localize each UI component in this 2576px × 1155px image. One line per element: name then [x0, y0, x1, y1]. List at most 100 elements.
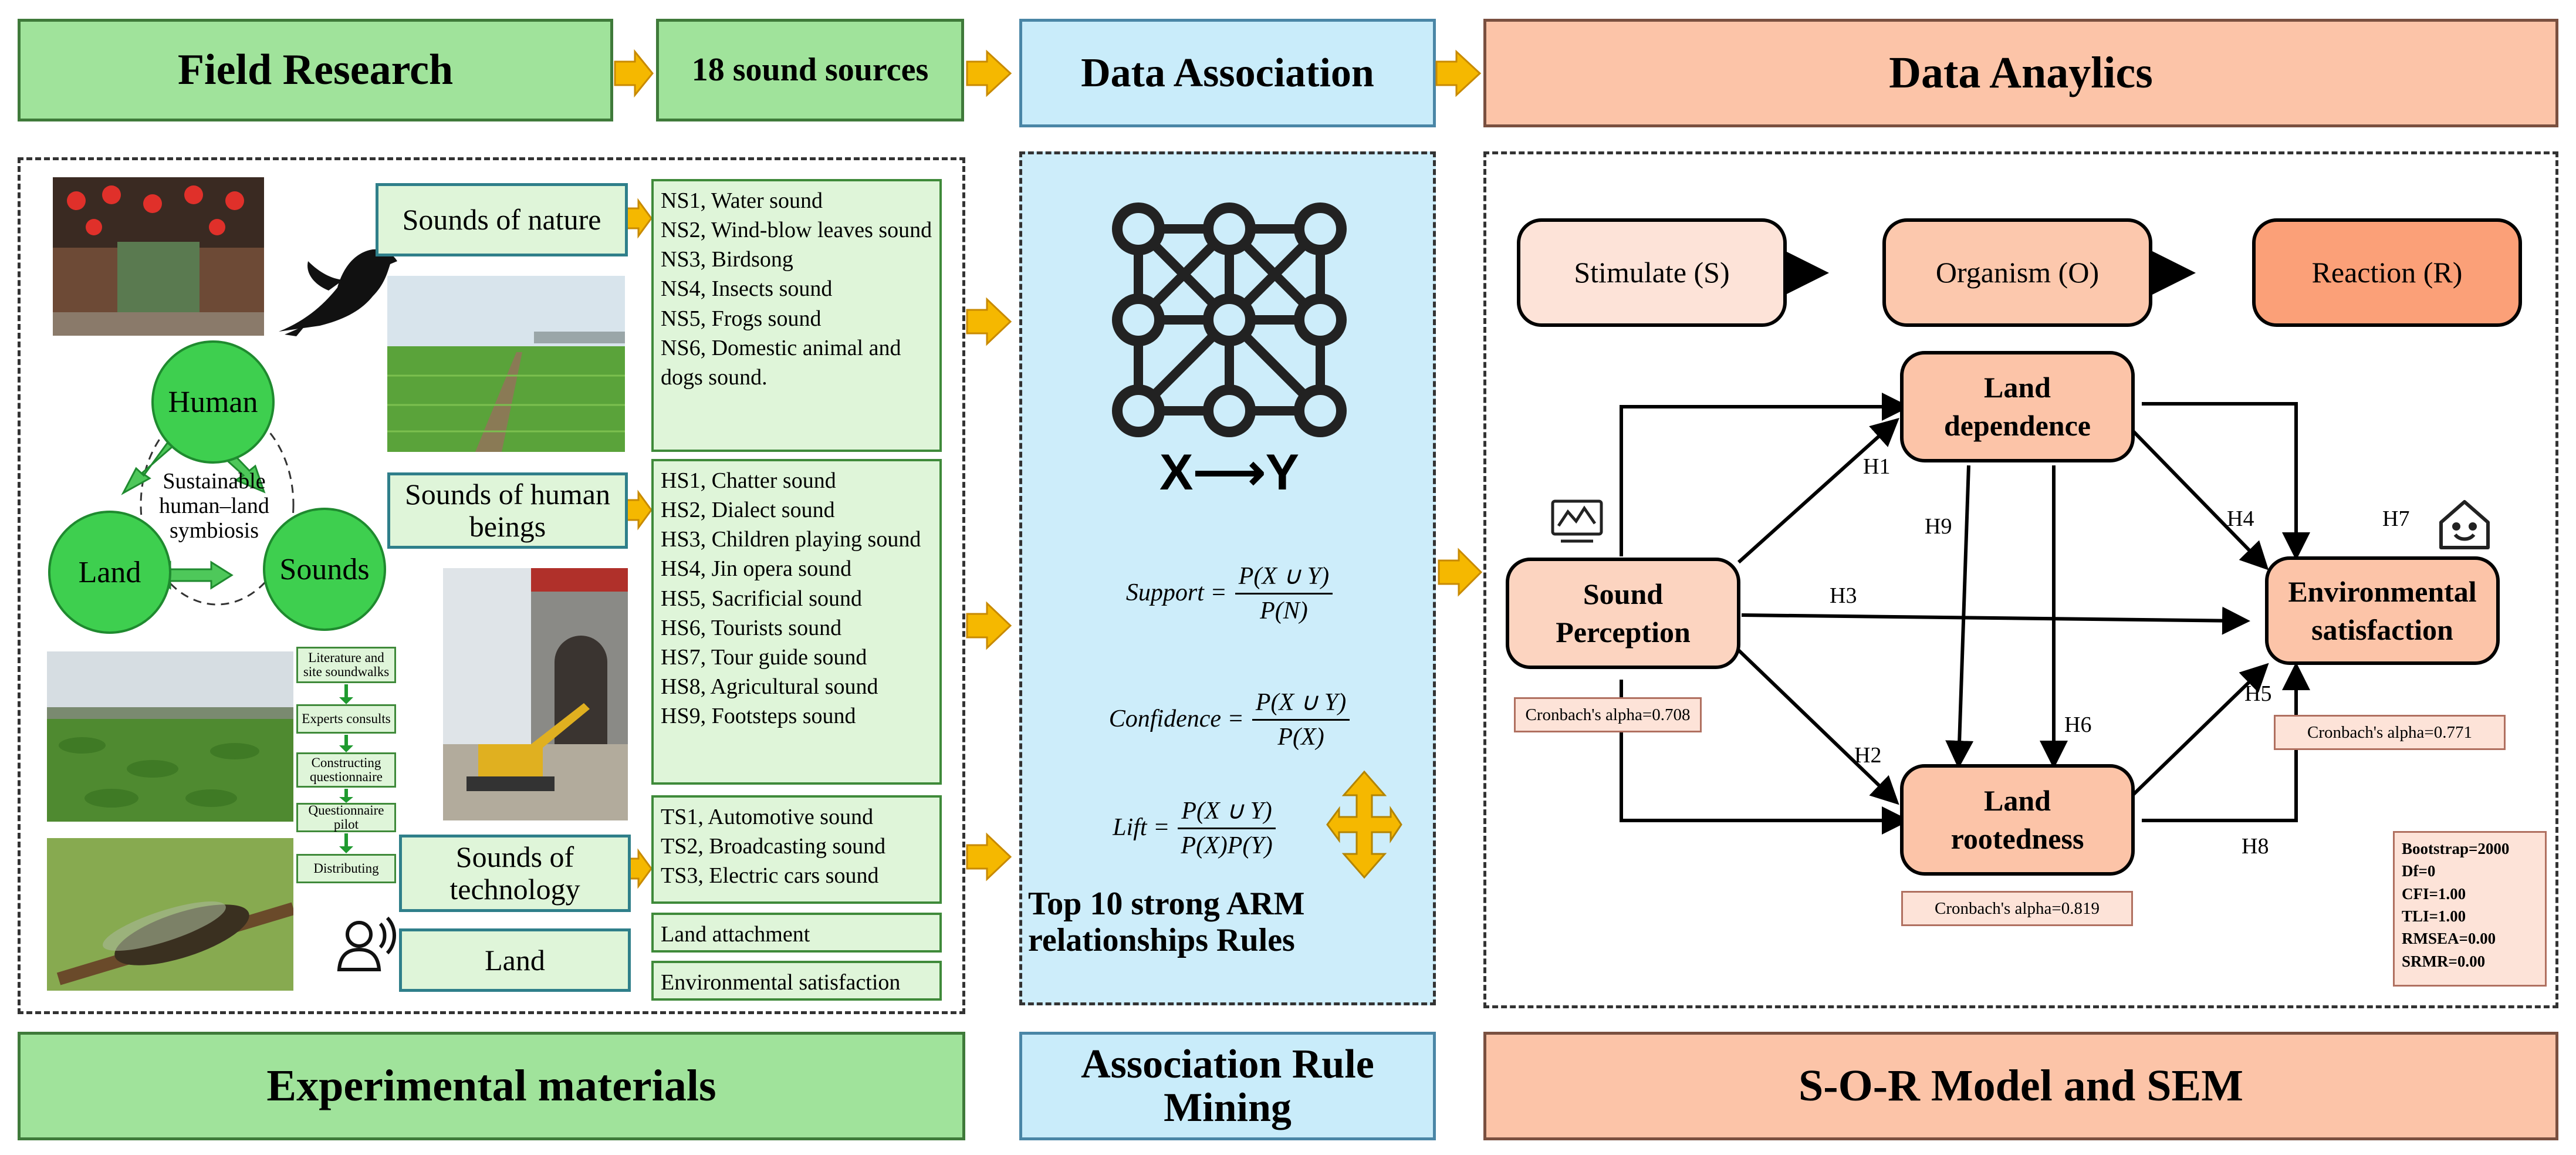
- fit-stat: RMSEA=0.00: [2402, 930, 2496, 948]
- list-item: HS5, Sacrificial sound: [661, 586, 863, 611]
- category-land-label: Land: [485, 943, 545, 977]
- support-formula: Support = P(X ∪ Y)P(N): [1033, 549, 1426, 637]
- label-h3: H3: [1830, 583, 1857, 608]
- arrow-icon: [626, 489, 653, 531]
- network-graph-icon: [1103, 194, 1355, 446]
- path-h1: [1737, 417, 1899, 564]
- node-stimulate-label: Stimulate (S): [1574, 256, 1730, 289]
- path-h3: [1741, 606, 2250, 635]
- header-field-research: Field Research: [18, 19, 613, 121]
- list-item: HS8, Agricultural sound: [661, 674, 878, 700]
- list-item: NS3, Birdsong: [661, 247, 793, 272]
- path-h2: [1737, 649, 1899, 805]
- list-item: HS7, Tour guide sound: [661, 644, 867, 670]
- step-label: Distributing: [313, 860, 379, 876]
- lift-denominator: P(X)P(Y): [1181, 832, 1273, 859]
- category-technology-label: Sounds of technology: [449, 840, 580, 906]
- sounds-circle: Sounds: [263, 508, 386, 631]
- step-literature-soundwalks: Literature and site soundwalks: [296, 647, 396, 683]
- step-label: Literature and site soundwalks: [303, 650, 390, 679]
- fit-stat: Df=0: [2402, 862, 2436, 880]
- list-item: NS4, Insects sound: [661, 276, 833, 302]
- photo-rice-field: [387, 276, 625, 452]
- env-satisfaction-item: Environmental satisfaction: [651, 961, 942, 1001]
- arrow-icon: [614, 49, 654, 98]
- lift-lhs: Lift =: [1113, 814, 1170, 841]
- fit-stat: Bootstrap=2000: [2402, 840, 2510, 857]
- human-circle-label: Human: [168, 385, 258, 419]
- panel-field-research: [18, 157, 965, 1014]
- confidence-denominator: P(X): [1277, 723, 1324, 751]
- fit-stat: CFI=1.00: [2402, 884, 2466, 903]
- list-item: NS5, Frogs sound: [661, 306, 822, 331]
- node-land-dependence: Land dependence: [1900, 351, 2135, 462]
- arrow-icon: [966, 297, 1012, 346]
- person-speaking-icon: [334, 916, 399, 974]
- label-h4: H4: [2227, 506, 2254, 531]
- node-land-rootedness-label: Land rootedness: [1950, 784, 2084, 855]
- node-organism-label: Organism (O): [1935, 256, 2100, 289]
- photo-gate-excavator: [443, 568, 628, 820]
- smiling-house-icon: [2435, 496, 2494, 552]
- list-item: HS4, Jin opera sound: [661, 556, 852, 582]
- tech-sound-list: TS1, Automotive sound TS2, Broadcasting …: [651, 795, 942, 904]
- node-land-rootedness: Land rootedness: [1900, 764, 2135, 876]
- label-h7: H7: [2382, 506, 2410, 531]
- category-technology: Sounds of technology: [399, 835, 631, 912]
- model-fit-stats: Bootstrap=2000 Df=0 CFI=1.00 TLI=1.00 RM…: [2393, 831, 2547, 987]
- path-h7: [2142, 402, 2310, 560]
- land-attachment-item: Land attachment: [651, 913, 942, 953]
- list-item: HS2, Dialect sound: [661, 498, 835, 523]
- footer-experimental-materials: Experimental materials: [18, 1032, 965, 1140]
- label-h6: H6: [2064, 712, 2092, 737]
- support-numerator: P(X ∪ Y): [1235, 561, 1333, 595]
- header-sound-sources: 18 sound sources: [656, 19, 964, 121]
- fit-stat: TLI=1.00: [2402, 907, 2466, 925]
- step-label: Experts consults: [302, 711, 391, 726]
- path-h9: [1945, 465, 1974, 769]
- list-item: NS1, Water sound: [661, 188, 823, 213]
- header-data-association-label: Data Association: [1081, 50, 1374, 96]
- arrow-icon: [966, 49, 1012, 97]
- xy-label: X⟶Y: [1159, 444, 1299, 501]
- step-flow-arrows: [339, 684, 353, 853]
- list-item: HS6, Tourists sound: [661, 615, 842, 640]
- header-data-association: Data Association: [1019, 19, 1436, 127]
- category-land: Land: [399, 928, 631, 992]
- list-item: TS3, Electric cars sound: [661, 863, 879, 889]
- photo-lotus-pond: [47, 651, 293, 822]
- nature-sound-list: NS1, Water sound NS2, Wind-blow leaves s…: [651, 179, 942, 452]
- human-sound-list: HS1, Chatter sound HS2, Dialect sound HS…: [651, 459, 942, 785]
- node-organism: Organism (O): [1882, 218, 2152, 327]
- header-data-analytics-label: Data Anaylics: [1889, 48, 2153, 97]
- step-experts-consults: Experts consults: [296, 704, 396, 734]
- label-h1: H1: [1863, 454, 1891, 479]
- node-reaction: Reaction (R): [2252, 218, 2522, 327]
- lift-numerator: P(X ∪ Y): [1178, 796, 1276, 829]
- support-denominator: P(N): [1260, 597, 1308, 624]
- step-distributing: Distributing: [296, 854, 396, 883]
- arrow-icon: [1435, 49, 1482, 97]
- step-label: Questionnaire pilot: [308, 802, 384, 832]
- label-h5: H5: [2244, 681, 2272, 706]
- node-env-satisfaction: Environmental satisfaction: [2265, 556, 2500, 665]
- header-sound-sources-label: 18 sound sources: [691, 52, 929, 89]
- category-nature: Sounds of nature: [376, 183, 628, 256]
- footer-experimental-materials-label: Experimental materials: [266, 1061, 716, 1110]
- alpha-env-satisfaction: Cronbach's alpha=0.771: [2274, 715, 2506, 750]
- header-field-research-label: Field Research: [177, 45, 454, 94]
- panel-data-analytics: [1483, 151, 2558, 1008]
- env-satisfaction-item-label: Environmental satisfaction: [661, 970, 901, 995]
- arrow-icon: [966, 601, 1012, 650]
- land-attachment-label: Land attachment: [661, 922, 810, 947]
- sounds-circle-label: Sounds: [279, 552, 370, 586]
- land-circle: Land: [48, 511, 171, 634]
- arrow-icon: [1438, 548, 1483, 597]
- footer-arm-label: Association Rule Mining: [1081, 1042, 1374, 1130]
- confidence-lhs: Confidence =: [1108, 705, 1244, 732]
- node-land-dependence-label: Land dependence: [1944, 371, 2091, 442]
- node-sound-perception: Sound Perception: [1506, 558, 1740, 669]
- alpha-land-rootedness-label: Cronbach's alpha=0.819: [1935, 899, 2100, 918]
- step-questionnaire-pilot: Questionnaire pilot: [296, 803, 396, 832]
